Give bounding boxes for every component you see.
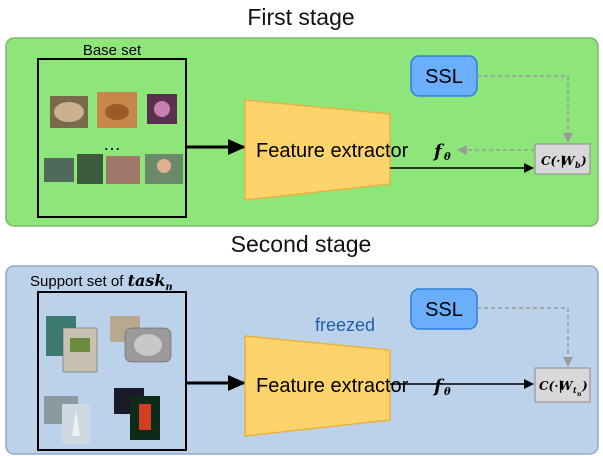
classifier-suffix: ) <box>580 154 587 168</box>
ssl-label-2: SSL <box>425 299 463 321</box>
freezed-label: freezed <box>315 315 375 335</box>
first-stage-title: First stage <box>247 4 354 30</box>
classifier-w: W <box>561 154 576 168</box>
ssl-box-2 <box>410 288 478 330</box>
task-classifier-box <box>534 367 591 403</box>
second-stage-title: Second stage <box>231 231 372 257</box>
classifier-subsub-2: n <box>577 391 581 398</box>
f-subscript-2: θ <box>444 387 451 398</box>
frozen-feature-extractor-shape <box>244 335 391 437</box>
base-set-images: … <box>44 92 183 184</box>
task-subscript: n <box>165 282 172 293</box>
ssl-label: SSL <box>425 66 463 88</box>
thumbnail-room <box>106 156 140 184</box>
base-set-label: Base set <box>83 42 142 59</box>
classifier-prefix-2: C(·| <box>539 379 563 393</box>
support-set-images <box>44 316 172 444</box>
thumbnail-vehicle <box>44 158 74 182</box>
ssl-to-task-classifier-arrow <box>477 307 573 367</box>
classifier-sub-2: t <box>573 385 577 395</box>
classifier-sub: b <box>575 160 581 170</box>
classifier-suffix-2: ) <box>581 379 588 393</box>
thumbnail-sign <box>77 154 103 184</box>
base-set-box <box>37 58 187 218</box>
feature-extractor-label: Feature extractor <box>256 140 409 162</box>
support-set-label: Support set of taskn <box>30 271 173 293</box>
f-subscript: θ <box>444 152 451 163</box>
ssl-to-classifier-arrow <box>477 75 573 143</box>
support-set-label-prefix: Support set of <box>30 273 128 290</box>
base-classifier-box <box>534 143 591 175</box>
ellipsis-text: … <box>103 134 121 154</box>
classifier-prefix: C(·| <box>541 154 565 168</box>
task-word: task <box>128 271 166 290</box>
classifier-w-2: W <box>559 379 574 393</box>
feature-extractor-label-2: Feature extractor <box>256 375 409 397</box>
feature-extractor-shape <box>244 99 391 201</box>
support-set-box <box>37 291 187 451</box>
